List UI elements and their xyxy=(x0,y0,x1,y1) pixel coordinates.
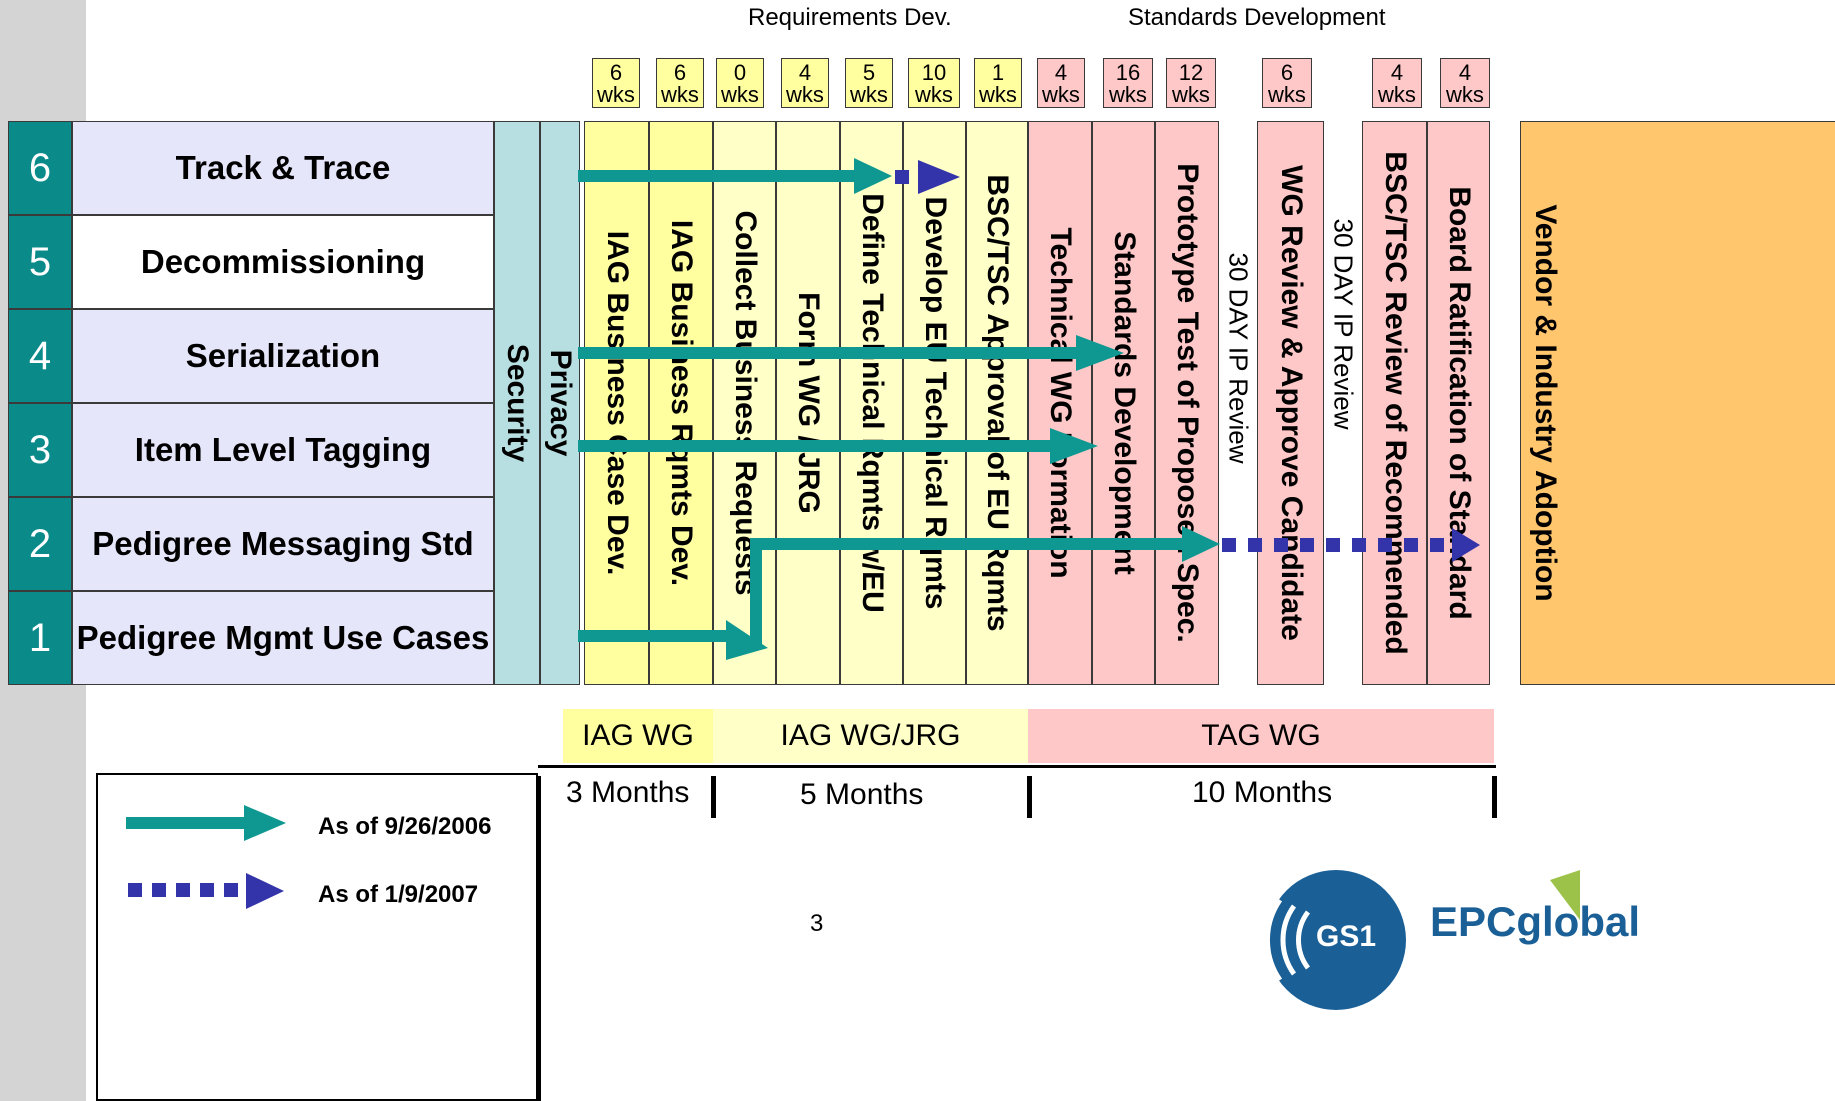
row-number: 6 xyxy=(8,121,72,215)
duration-5-months: 5 Months xyxy=(800,778,924,811)
gs1-circle-icon xyxy=(1265,870,1580,1010)
legend-dashed-arrow-icon xyxy=(128,883,142,897)
solid-arrow-row6 xyxy=(578,170,856,182)
phase-prototype-test: Prototype Test of Proposed Spec. xyxy=(1155,121,1219,685)
band-iag-wg: IAG WG xyxy=(563,709,713,763)
duration-tick xyxy=(1492,776,1497,818)
dashed-arrow-row6 xyxy=(895,170,909,184)
gs1-logo-text: GS1 xyxy=(1316,920,1377,953)
band-tag-wg: TAG WG xyxy=(1028,709,1494,763)
phase-develop-eu-technical-rqmts: Develop EU Technical Rqmts xyxy=(903,121,966,685)
duration-3-months: 3 Months xyxy=(566,776,690,809)
phase-bsc-tsc-approval: BSC/TSC Approval of EU Rqmts xyxy=(966,121,1028,685)
requirements-dev-header: Requirements Dev. xyxy=(748,4,952,31)
epcglobal-logo-text: EPCglobal xyxy=(1430,898,1641,945)
row-number: 3 xyxy=(8,403,72,497)
row-number: 2 xyxy=(8,497,72,591)
row-label-pedigree-messaging: Pedigree Messaging Std xyxy=(72,497,494,591)
phase-vendor-industry-adoption: Vendor & Industry Adoption xyxy=(1520,121,1835,685)
duration-rule xyxy=(538,765,1496,768)
legend-box: As of 9/26/2006 As of 1/9/2007 xyxy=(96,773,538,1101)
legend-solid-arrow-icon xyxy=(126,817,246,829)
legend-arrows xyxy=(126,805,286,909)
legend-solid-label: As of 9/26/2006 xyxy=(318,813,492,840)
solid-arrow-row2 xyxy=(750,538,1184,550)
solid-arrow-row4 xyxy=(578,347,1078,359)
row-label-track-trace: Track & Trace xyxy=(72,121,494,215)
duration-10-months: 10 Months xyxy=(1192,776,1333,809)
solid-arrow-row3 xyxy=(578,440,1052,452)
phase-wg-review-approve: WG Review & Approve Candidate xyxy=(1257,121,1324,685)
standards-development-header: Standards Development xyxy=(1128,4,1386,31)
phase-define-technical-rqmts: Define Technical Rqmts w/EU xyxy=(840,121,903,685)
epcglobal-logo: GS1 EPCglobal xyxy=(1250,860,1835,1101)
phase-bsc-tsc-review: BSC/TSC Review of Recommended xyxy=(1362,121,1427,685)
band-iag-wg-jrg: IAG WG/JRG xyxy=(713,709,1028,763)
row-label-decommissioning: Decommissioning xyxy=(72,215,494,309)
row-label-serialization: Serialization xyxy=(72,309,494,403)
solid-arrow-row1 xyxy=(578,630,728,642)
row-number: 1 xyxy=(8,591,72,685)
privacy-column: Privacy xyxy=(540,121,580,685)
row-number: 4 xyxy=(8,309,72,403)
phase-iag-business-rqmts: IAG Business Rqmts Dev. xyxy=(649,121,713,685)
phase-board-ratification: Board Ratification of Standard xyxy=(1427,121,1490,685)
row-label-item-level-tagging: Item Level Tagging xyxy=(72,403,494,497)
phase-standards-development: Standards Development xyxy=(1092,121,1155,685)
legend-dashed-label: As of 1/9/2007 xyxy=(318,881,479,908)
phase-iag-business-case: IAG Business Case Dev. xyxy=(584,121,649,685)
phase-form-wg-jrg: Form WG / JRG xyxy=(776,121,840,685)
phase-technical-wg-formation: Technical WG Formation xyxy=(1028,121,1092,685)
security-column: Security xyxy=(494,121,540,685)
row-label-pedigree-mgmt: Pedigree Mgmt Use Cases xyxy=(72,591,494,685)
duration-tick xyxy=(711,776,716,818)
dashed-arrow-row2 xyxy=(1222,538,1236,552)
duration-tick xyxy=(1027,776,1032,818)
phase-collect-business-requests: Collect Business Requests xyxy=(713,121,776,685)
page-number: 3 xyxy=(810,910,824,937)
row-number: 5 xyxy=(8,215,72,309)
